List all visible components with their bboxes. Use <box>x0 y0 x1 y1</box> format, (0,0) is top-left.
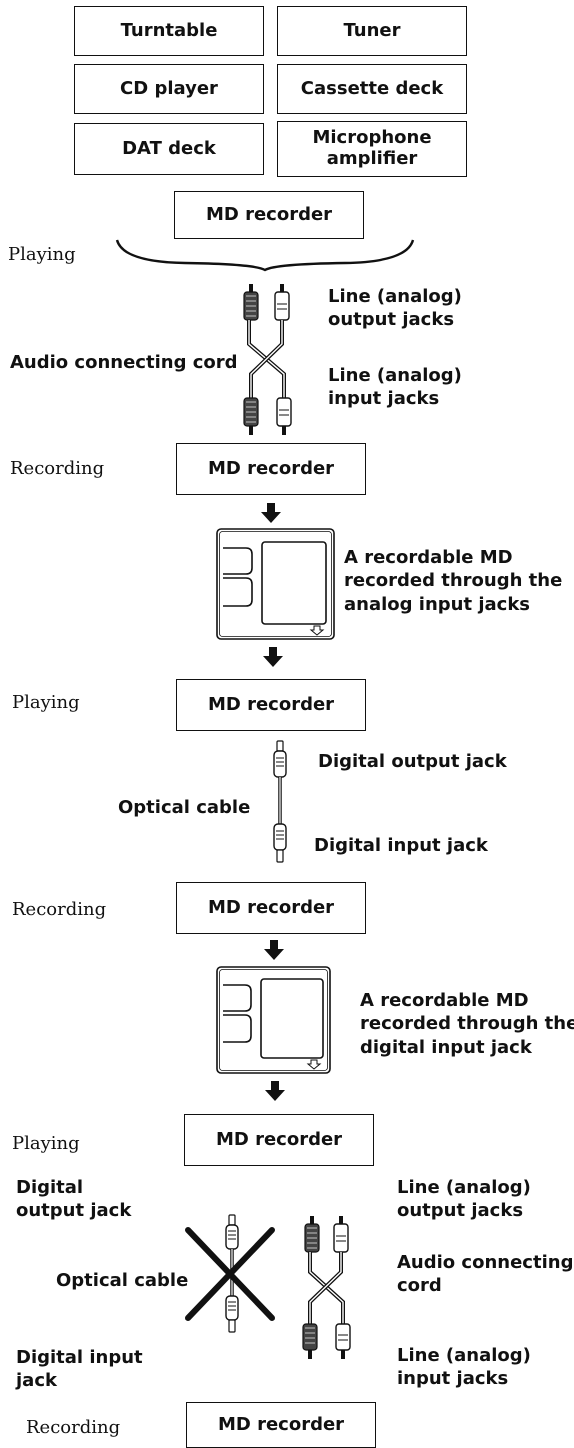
section2-optical-cable-label: Optical cable <box>118 797 251 818</box>
section3-digital-output-line1: Digital <box>16 1177 84 1198</box>
down-arrow-icon <box>261 503 281 523</box>
section3-line-input-label: Line (analog) input jacks <box>397 1344 531 1391</box>
section3-player-label: MD recorder <box>215 1128 343 1150</box>
section3-audio-cord-label: Audio connecting cord <box>397 1251 573 1298</box>
brace-icon <box>115 239 415 272</box>
cd-player-label: CD player <box>120 77 218 99</box>
section1-recorder-box: MD recorder <box>176 443 366 495</box>
section2-recording-label: Recording <box>12 899 107 920</box>
tuner-box: Tuner <box>277 6 467 56</box>
dat-deck-label: DAT deck <box>122 137 216 159</box>
section1-recorder-label: MD recorder <box>207 457 335 479</box>
section3-digital-input-line2: jack <box>16 1370 57 1392</box>
down-arrow-icon <box>264 940 284 960</box>
cd-player-box: CD player <box>74 64 264 114</box>
section1-md-desc-line1: A recordable MD <box>344 547 513 568</box>
line-input-jacks-line2: input jacks <box>328 388 440 410</box>
section2-md-description: A recordable MD recorded through the dig… <box>360 989 574 1059</box>
minidisc-icon <box>216 528 335 640</box>
section2-md-desc-line2: recorded through the <box>360 1013 574 1035</box>
section2-playing-label: Playing <box>12 692 80 713</box>
section2-md-desc-line3: digital input jack <box>360 1036 532 1058</box>
section2-md-desc-line1: A recordable MD <box>360 990 529 1011</box>
rca-cord-icon <box>243 284 292 435</box>
line-input-jacks-line1: Line (analog) <box>328 365 462 386</box>
tuner-label: Tuner <box>343 19 401 41</box>
section3-line-input-line2: input jacks <box>397 1368 509 1390</box>
section3-line-output-label: Line (analog) output jacks <box>397 1176 531 1223</box>
section3-recorder-box: MD recorder <box>186 1402 376 1448</box>
turntable-box: Turntable <box>74 6 264 56</box>
microphone-amplifier-box: Microphone amplifier <box>277 121 467 177</box>
section1-md-desc-line2: recorded through the <box>344 570 563 592</box>
section3-audio-cord-line2: cord <box>397 1275 442 1297</box>
section3-recording-label: Recording <box>26 1417 121 1438</box>
section1-md-desc-line3: analog input jacks <box>344 593 531 615</box>
section2-recorder-label: MD recorder <box>207 896 335 918</box>
section2-player-box: MD recorder <box>176 679 366 731</box>
section3-optical-cable-label: Optical cable <box>56 1270 189 1291</box>
cassette-deck-label: Cassette deck <box>300 77 444 99</box>
source-md-recorder-box: MD recorder <box>174 191 364 239</box>
dat-deck-box: DAT deck <box>74 123 264 175</box>
minidisc-icon <box>216 966 331 1074</box>
section3-line-output-line1: Line (analog) <box>397 1177 531 1198</box>
cassette-deck-box: Cassette deck <box>277 64 467 114</box>
audio-connecting-cord-label: Audio connecting cord <box>10 352 238 373</box>
turntable-label: Turntable <box>120 19 218 41</box>
section3-recorder-label: MD recorder <box>217 1413 345 1435</box>
line-output-jacks-line1: Line (analog) <box>328 286 462 307</box>
section3-digital-input-line1: Digital input <box>16 1347 143 1368</box>
section1-recording-label: Recording <box>10 458 105 479</box>
rca-cord-icon <box>302 1216 351 1359</box>
section3-line-output-line2: output jacks <box>397 1200 524 1222</box>
digital-output-jack-label: Digital output jack <box>318 751 507 772</box>
section1-md-description: A recordable MD recorded through the ana… <box>344 546 562 616</box>
line-input-jacks-label: Line (analog) input jacks <box>328 364 462 411</box>
section3-digital-output-label: Digital output jack <box>16 1176 131 1223</box>
microphone-amplifier-label-line1: Microphone <box>312 127 432 149</box>
section2-player-label: MD recorder <box>207 693 335 715</box>
section1-playing-label: Playing <box>8 244 76 265</box>
section3-digital-output-line2: output jack <box>16 1200 132 1222</box>
microphone-amplifier-label-line2: amplifier <box>326 148 418 169</box>
section3-player-box: MD recorder <box>184 1114 374 1166</box>
line-output-jacks-label: Line (analog) output jacks <box>328 285 462 332</box>
cross-out-icon <box>185 1227 275 1321</box>
section3-playing-label: Playing <box>12 1133 80 1154</box>
section3-digital-input-label: Digital input jack <box>16 1346 143 1393</box>
optical-cable-icon <box>273 740 287 863</box>
down-arrow-icon <box>265 1081 285 1101</box>
down-arrow-icon <box>263 647 283 667</box>
section3-line-input-line1: Line (analog) <box>397 1345 531 1366</box>
source-md-recorder-label: MD recorder <box>205 203 333 225</box>
digital-input-jack-label: Digital input jack <box>314 835 488 856</box>
section2-recorder-box: MD recorder <box>176 882 366 934</box>
line-output-jacks-line2: output jacks <box>328 309 455 331</box>
section3-audio-cord-line1: Audio connecting <box>397 1252 574 1273</box>
